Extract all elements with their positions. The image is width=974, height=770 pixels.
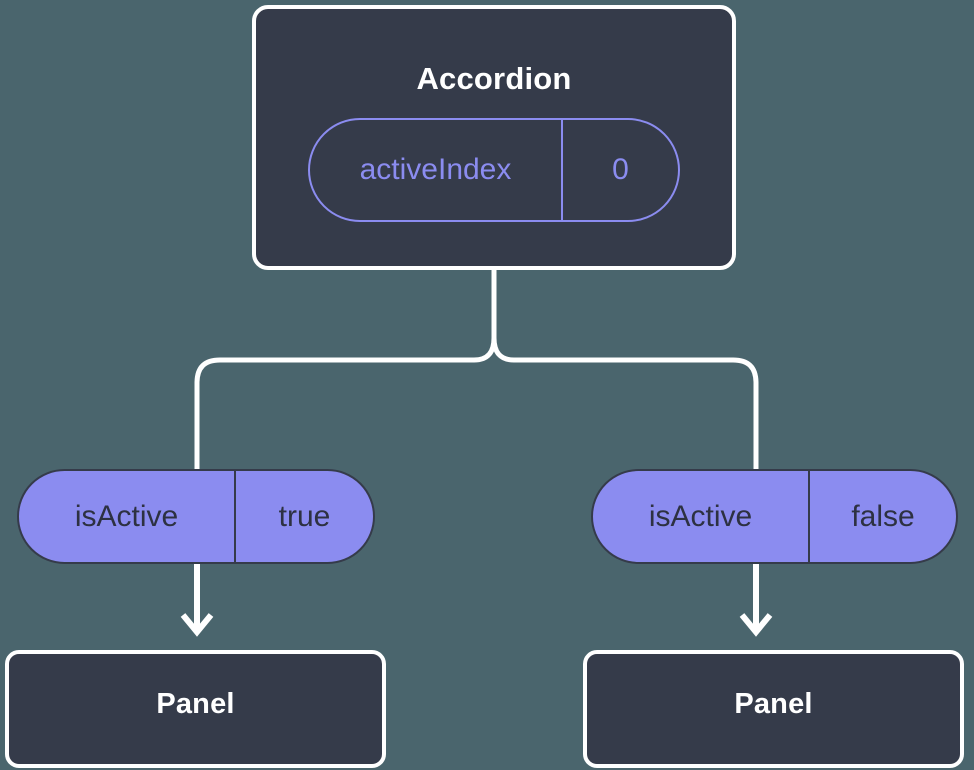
arrow-head-right xyxy=(739,613,773,637)
state-pill-value: 0 xyxy=(561,120,678,220)
panel-title-left: Panel xyxy=(156,688,235,720)
panel-component-node-right[interactable]: Panel xyxy=(583,650,964,768)
prop-pill-key-right: isActive xyxy=(648,499,753,533)
connector-split-left xyxy=(194,337,497,384)
connector-split-right xyxy=(491,337,759,384)
prop-pill-value-right: false xyxy=(808,471,956,562)
arrow-head-left xyxy=(180,613,214,637)
accordion-title: Accordion xyxy=(416,61,572,96)
prop-pill-value-left: true xyxy=(234,471,373,562)
panel-title-right: Panel xyxy=(734,688,813,720)
state-pill-active-index[interactable]: activeIndex 0 xyxy=(308,118,680,222)
prop-pill-key-left: isActive xyxy=(74,499,179,533)
prop-pill-is-active-true[interactable]: isActive true xyxy=(17,469,375,564)
panel-component-node-left[interactable]: Panel xyxy=(5,650,386,768)
state-pill-key: activeIndex xyxy=(359,153,512,186)
prop-pill-is-active-false[interactable]: isActive false xyxy=(591,469,958,564)
